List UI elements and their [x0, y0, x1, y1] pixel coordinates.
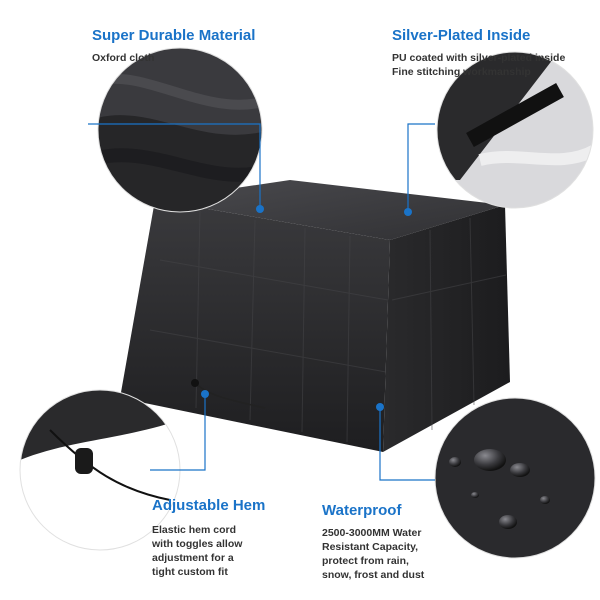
cover-side: [383, 205, 510, 452]
cover-top: [155, 180, 505, 240]
feature-material-title: Super Durable Material: [92, 27, 256, 44]
callout-dots: [201, 205, 412, 411]
feature-silver-line: PU coated with silver-plated inside: [392, 51, 566, 64]
feature-water-line: 2500-3000MM Water: [322, 526, 422, 539]
feature-silver: Silver-Plated Inside PU coated with silv…: [392, 27, 566, 79]
feature-hem-line: adjustment for a: [152, 551, 234, 564]
feature-water-title: Waterproof: [322, 502, 402, 519]
feature-hem-line: with toggles allow: [152, 537, 243, 550]
feature-hem-line: tight custom fit: [152, 565, 228, 578]
callout-lines: [88, 123, 435, 481]
detail-waterproof: [434, 397, 596, 559]
feature-material: Super Durable Material Oxford cloth: [92, 27, 256, 65]
detail-material: [97, 47, 263, 213]
feature-water-line: protect from rain,: [322, 554, 409, 567]
feature-silver-line: Fine stitching workmanship: [392, 65, 531, 78]
feature-hem-line: Elastic hem cord: [152, 523, 237, 536]
feature-material-line: Oxford cloth: [92, 51, 155, 64]
feature-hem: Adjustable Hem Elastic hem cord with tog…: [152, 497, 266, 579]
feature-water: Waterproof 2500-3000MM Water Resistant C…: [322, 502, 425, 582]
feature-water-line: Resistant Capacity,: [322, 540, 419, 553]
feature-water-line: snow, frost and dust: [322, 568, 425, 581]
feature-hem-title: Adjustable Hem: [152, 497, 266, 514]
cover-front: [120, 200, 390, 452]
patio-cover: [120, 180, 510, 452]
detail-silver: [436, 51, 594, 209]
feature-silver-title: Silver-Plated Inside: [392, 27, 531, 44]
